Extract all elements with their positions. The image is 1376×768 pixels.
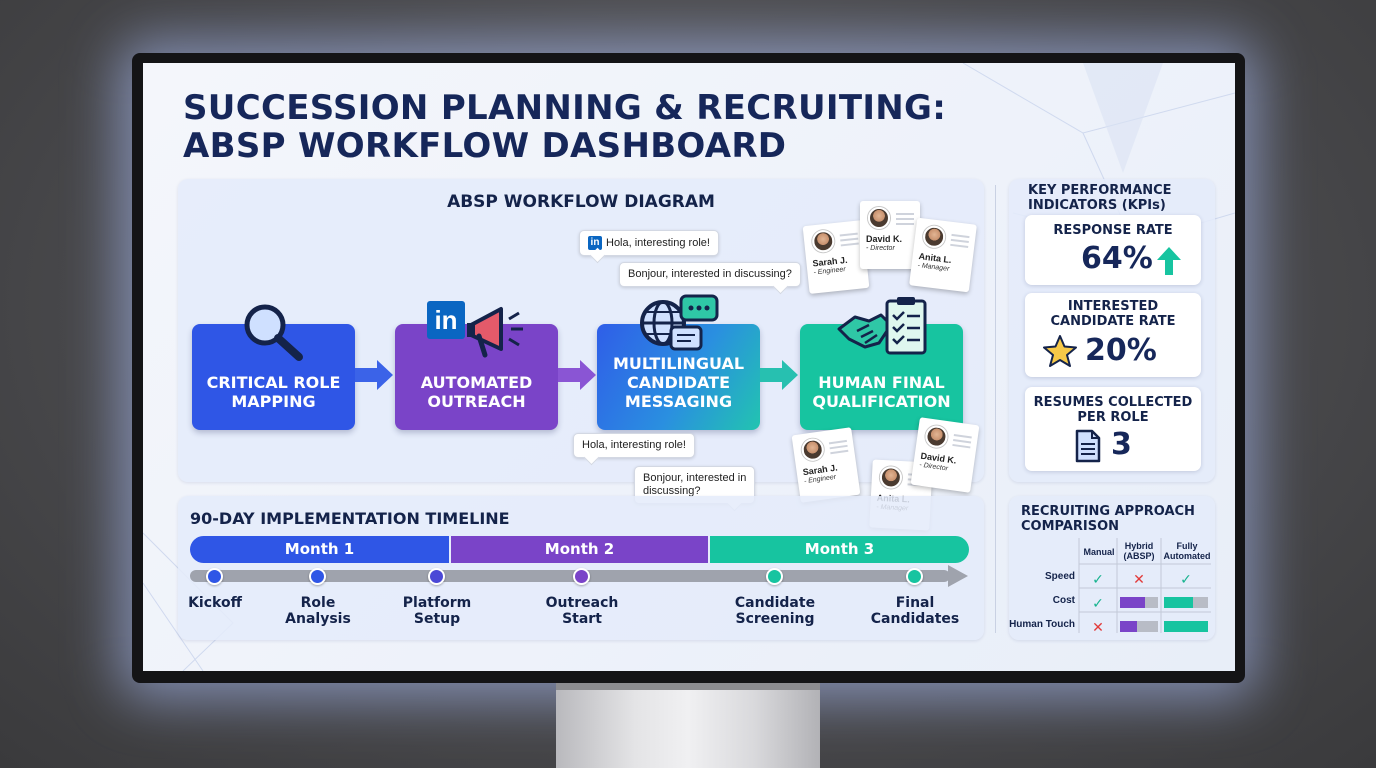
month-3-band: Month 3	[710, 536, 969, 563]
comparison-panel	[1009, 496, 1215, 640]
workflow-title: ABSP WORKFLOW DIAGRAM	[447, 192, 715, 212]
megaphone-icon	[467, 307, 523, 358]
star-icon	[1043, 335, 1077, 367]
check-icon: ✓	[1092, 595, 1104, 611]
comparison-row-label: Cost	[1052, 595, 1075, 606]
avatar	[868, 207, 890, 229]
page-title: SUCCESSION PLANNING & RECRUITING: ABSP W…	[183, 89, 983, 165]
kpi-value: 64%	[1081, 241, 1153, 276]
kpi-value: 3	[1111, 427, 1132, 462]
avatar	[924, 424, 949, 450]
month-1-band: Month 1	[190, 536, 449, 563]
up-arrow-icon	[1157, 247, 1181, 275]
bubble-text: Bonjour, interested in discussing?	[643, 472, 747, 497]
comparison-bar	[1164, 621, 1208, 632]
milestone-label: Platform Setup	[402, 595, 472, 627]
chat-bubble: in Hola, interesting role!	[579, 230, 719, 256]
step-label: MULTILINGUAL CANDIDATE MESSAGING	[612, 353, 745, 411]
check-icon: ✓	[1092, 571, 1104, 587]
comparison-row-label: Human Touch	[1009, 619, 1075, 630]
cross-icon: ✕	[1133, 571, 1145, 587]
monitor-stand-shadow	[556, 682, 820, 690]
comparison-title: RECRUITING APPROACH COMPARISON	[1021, 504, 1195, 534]
milestone-dot	[206, 568, 223, 585]
candidate-name: David K.	[866, 234, 903, 244]
dashboard-screen: SUCCESSION PLANNING & RECRUITING: ABSP W…	[143, 63, 1235, 671]
chat-bubble: Bonjour, interested in discussing?	[619, 262, 801, 287]
cross-icon: ✕	[1092, 619, 1104, 635]
kpi-response-rate: RESPONSE RATE 64%	[1025, 215, 1201, 285]
comparison-bar	[1120, 621, 1158, 632]
month-2-band: Month 2	[451, 536, 708, 563]
chat-bubble: Hola, interesting role!	[573, 433, 695, 458]
comparison-bar-fill	[1120, 621, 1138, 632]
candidate-card: Anita L.- Manager	[909, 217, 977, 293]
avatar	[879, 465, 903, 490]
step-label: AUTOMATED OUTREACH	[420, 373, 533, 411]
milestone-dot	[309, 568, 326, 585]
check-icon: ✓	[1180, 571, 1192, 587]
milestone-label: Outreach Start	[545, 595, 619, 627]
milestone-dot	[906, 568, 923, 585]
comparison-bar	[1164, 597, 1208, 608]
kpi-resumes-per-role: RESUMES COLLECTED PER ROLE 3	[1025, 387, 1201, 471]
comparison-row-label: Speed	[1044, 571, 1075, 582]
divider	[995, 185, 996, 633]
milestone-label: Final Candidates	[870, 595, 960, 627]
comparison-bar-fill	[1164, 621, 1208, 632]
arrow-right-icon	[558, 360, 596, 390]
monitor-stand	[556, 682, 820, 768]
arrow-right-icon	[355, 360, 393, 390]
bubble-text: Bonjour, interested in discussing?	[628, 268, 792, 280]
magnifier-icon	[244, 304, 303, 361]
step-automated-outreach: AUTOMATED OUTREACH	[395, 324, 558, 430]
avatar	[811, 229, 836, 254]
comparison-bar-fill	[1120, 597, 1145, 608]
avatar	[921, 224, 947, 250]
kpi-label: INTERESTED CANDIDATE RATE	[1050, 299, 1176, 329]
comparison-col-hybrid: Hybrid (ABSP)	[1123, 541, 1155, 561]
milestone-dot	[766, 568, 783, 585]
step-label: HUMAN FINAL QUALIFICATION	[812, 373, 951, 411]
milestone-dot	[573, 568, 590, 585]
comparison-col-automated: Fully Automated	[1163, 541, 1211, 561]
comparison-col-manual: Manual	[1083, 547, 1115, 557]
milestone-label: Role Analysis	[285, 595, 351, 627]
bubble-text: Hola, interesting role!	[606, 236, 710, 249]
comparison-bar	[1120, 597, 1158, 608]
linkedin-icon: in	[588, 236, 602, 250]
comparison-grid	[1078, 538, 1211, 633]
candidate-card: Sarah J.- Engineer	[791, 427, 861, 503]
kpi-label: RESUMES COLLECTED PER ROLE	[1033, 395, 1193, 425]
globe-chat-icon	[640, 294, 719, 351]
avatar	[800, 437, 826, 463]
step-label: CRITICAL ROLE MAPPING	[206, 373, 341, 411]
comparison-bar-fill	[1164, 597, 1193, 608]
bubble-text: Hola, interesting role!	[582, 439, 686, 451]
document-icon	[1075, 429, 1101, 463]
arrow-right-icon	[760, 360, 798, 390]
timeline-title: 90-DAY IMPLEMENTATION TIMELINE	[190, 509, 510, 528]
linkedin-icon: in	[427, 301, 465, 339]
milestone-label: Kickoff	[188, 595, 242, 611]
handshake-checklist-icon	[837, 297, 927, 355]
title-line-1: SUCCESSION PLANNING & RECRUITING:	[183, 88, 947, 128]
milestone-dot	[428, 568, 445, 585]
timeline-track	[190, 565, 968, 587]
kpi-label: RESPONSE RATE	[1053, 223, 1173, 238]
kpi-value: 20%	[1085, 333, 1157, 368]
candidate-card: David K.- Director	[860, 201, 920, 269]
kpi-interested-rate: INTERESTED CANDIDATE RATE 20%	[1025, 293, 1201, 377]
candidate-role: - Director	[866, 245, 895, 252]
milestone-label: Candidate Screening	[734, 595, 816, 627]
candidate-card: David K.- Director	[910, 417, 980, 493]
title-line-2: ABSP WORKFLOW DASHBOARD	[183, 126, 787, 166]
kpi-title: KEY PERFORMANCE INDICATORS (KPIs)	[1028, 183, 1172, 213]
